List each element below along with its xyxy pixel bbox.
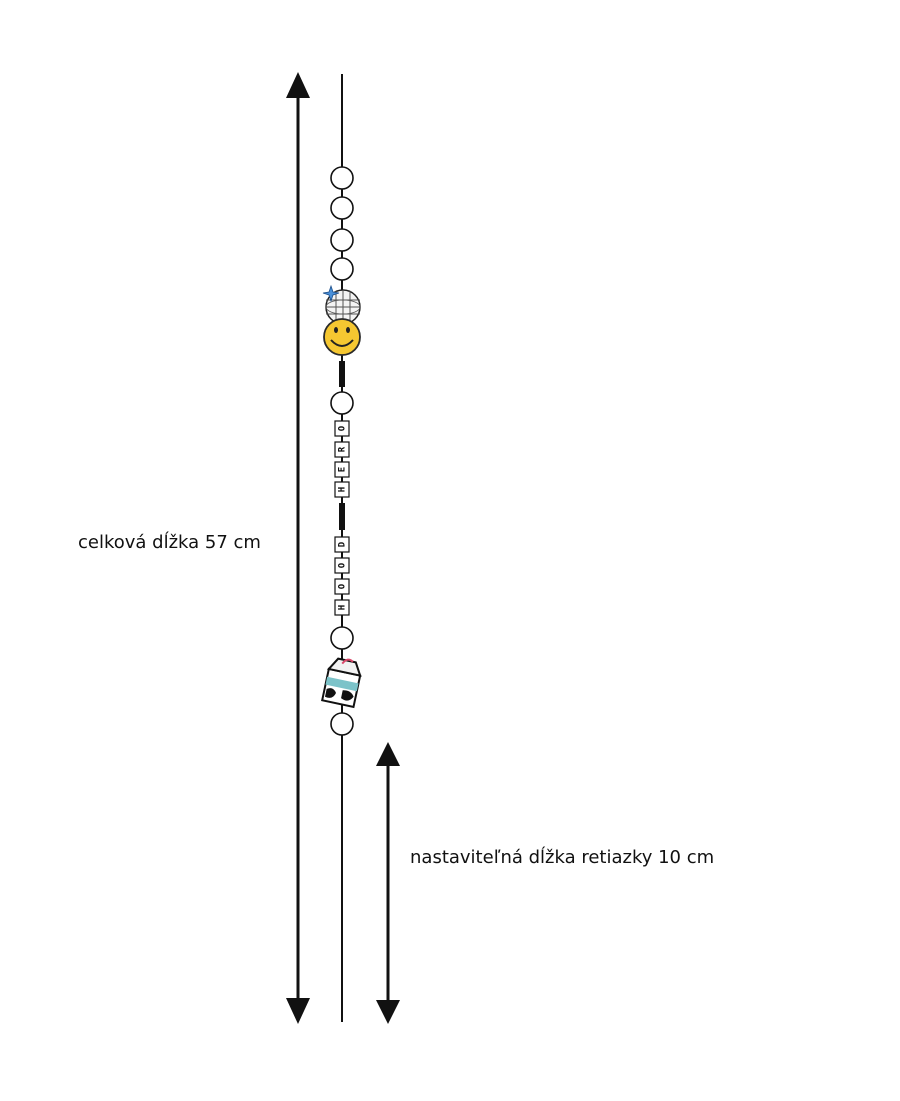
- letter-bead: E: [334, 461, 350, 478]
- arrow-up-icon: [286, 72, 310, 98]
- letter-beads-top: O R E H: [334, 420, 350, 498]
- round-bead: [330, 712, 354, 736]
- arrow-up-icon: [376, 742, 400, 766]
- letter-bead: O: [334, 557, 350, 574]
- spacer-segment: [339, 503, 345, 530]
- letter-beads-bottom: D O O H: [334, 536, 350, 616]
- spacer-segment: [339, 361, 345, 387]
- svg-text:E: E: [338, 467, 348, 472]
- smiley-face-icon: [323, 318, 361, 356]
- round-bead: [330, 196, 354, 220]
- milk-carton-icon: [321, 657, 362, 709]
- round-bead: [330, 228, 354, 252]
- svg-text:H: H: [338, 487, 348, 492]
- adjustable-length-label: nastaviteľná dĺžka retiazky 10 cm: [410, 847, 715, 868]
- round-bead: [330, 626, 354, 650]
- letter-bead: D: [334, 536, 350, 553]
- svg-text:O: O: [338, 583, 348, 589]
- letter-bead: H: [334, 599, 350, 616]
- total-length-arrow: [286, 72, 310, 1024]
- round-bead: [330, 166, 354, 190]
- round-bead: [330, 257, 354, 281]
- svg-text:D: D: [338, 541, 348, 547]
- arrow-down-icon: [376, 1000, 400, 1024]
- adjustable-length-arrow: [376, 742, 400, 1024]
- total-length-label: celková dĺžka 57 cm: [78, 532, 261, 553]
- round-bead: [330, 391, 354, 415]
- svg-text:R: R: [338, 446, 348, 452]
- round-beads: [330, 166, 354, 736]
- letter-bead: O: [334, 420, 350, 437]
- disco-ball-icon: [322, 284, 361, 325]
- arrow-down-icon: [286, 998, 310, 1024]
- letter-bead: O: [334, 578, 350, 595]
- letter-bead: R: [334, 441, 350, 458]
- letter-bead: H: [334, 481, 350, 498]
- svg-text:O: O: [338, 562, 348, 568]
- svg-text:O: O: [338, 425, 348, 431]
- svg-text:H: H: [338, 605, 348, 610]
